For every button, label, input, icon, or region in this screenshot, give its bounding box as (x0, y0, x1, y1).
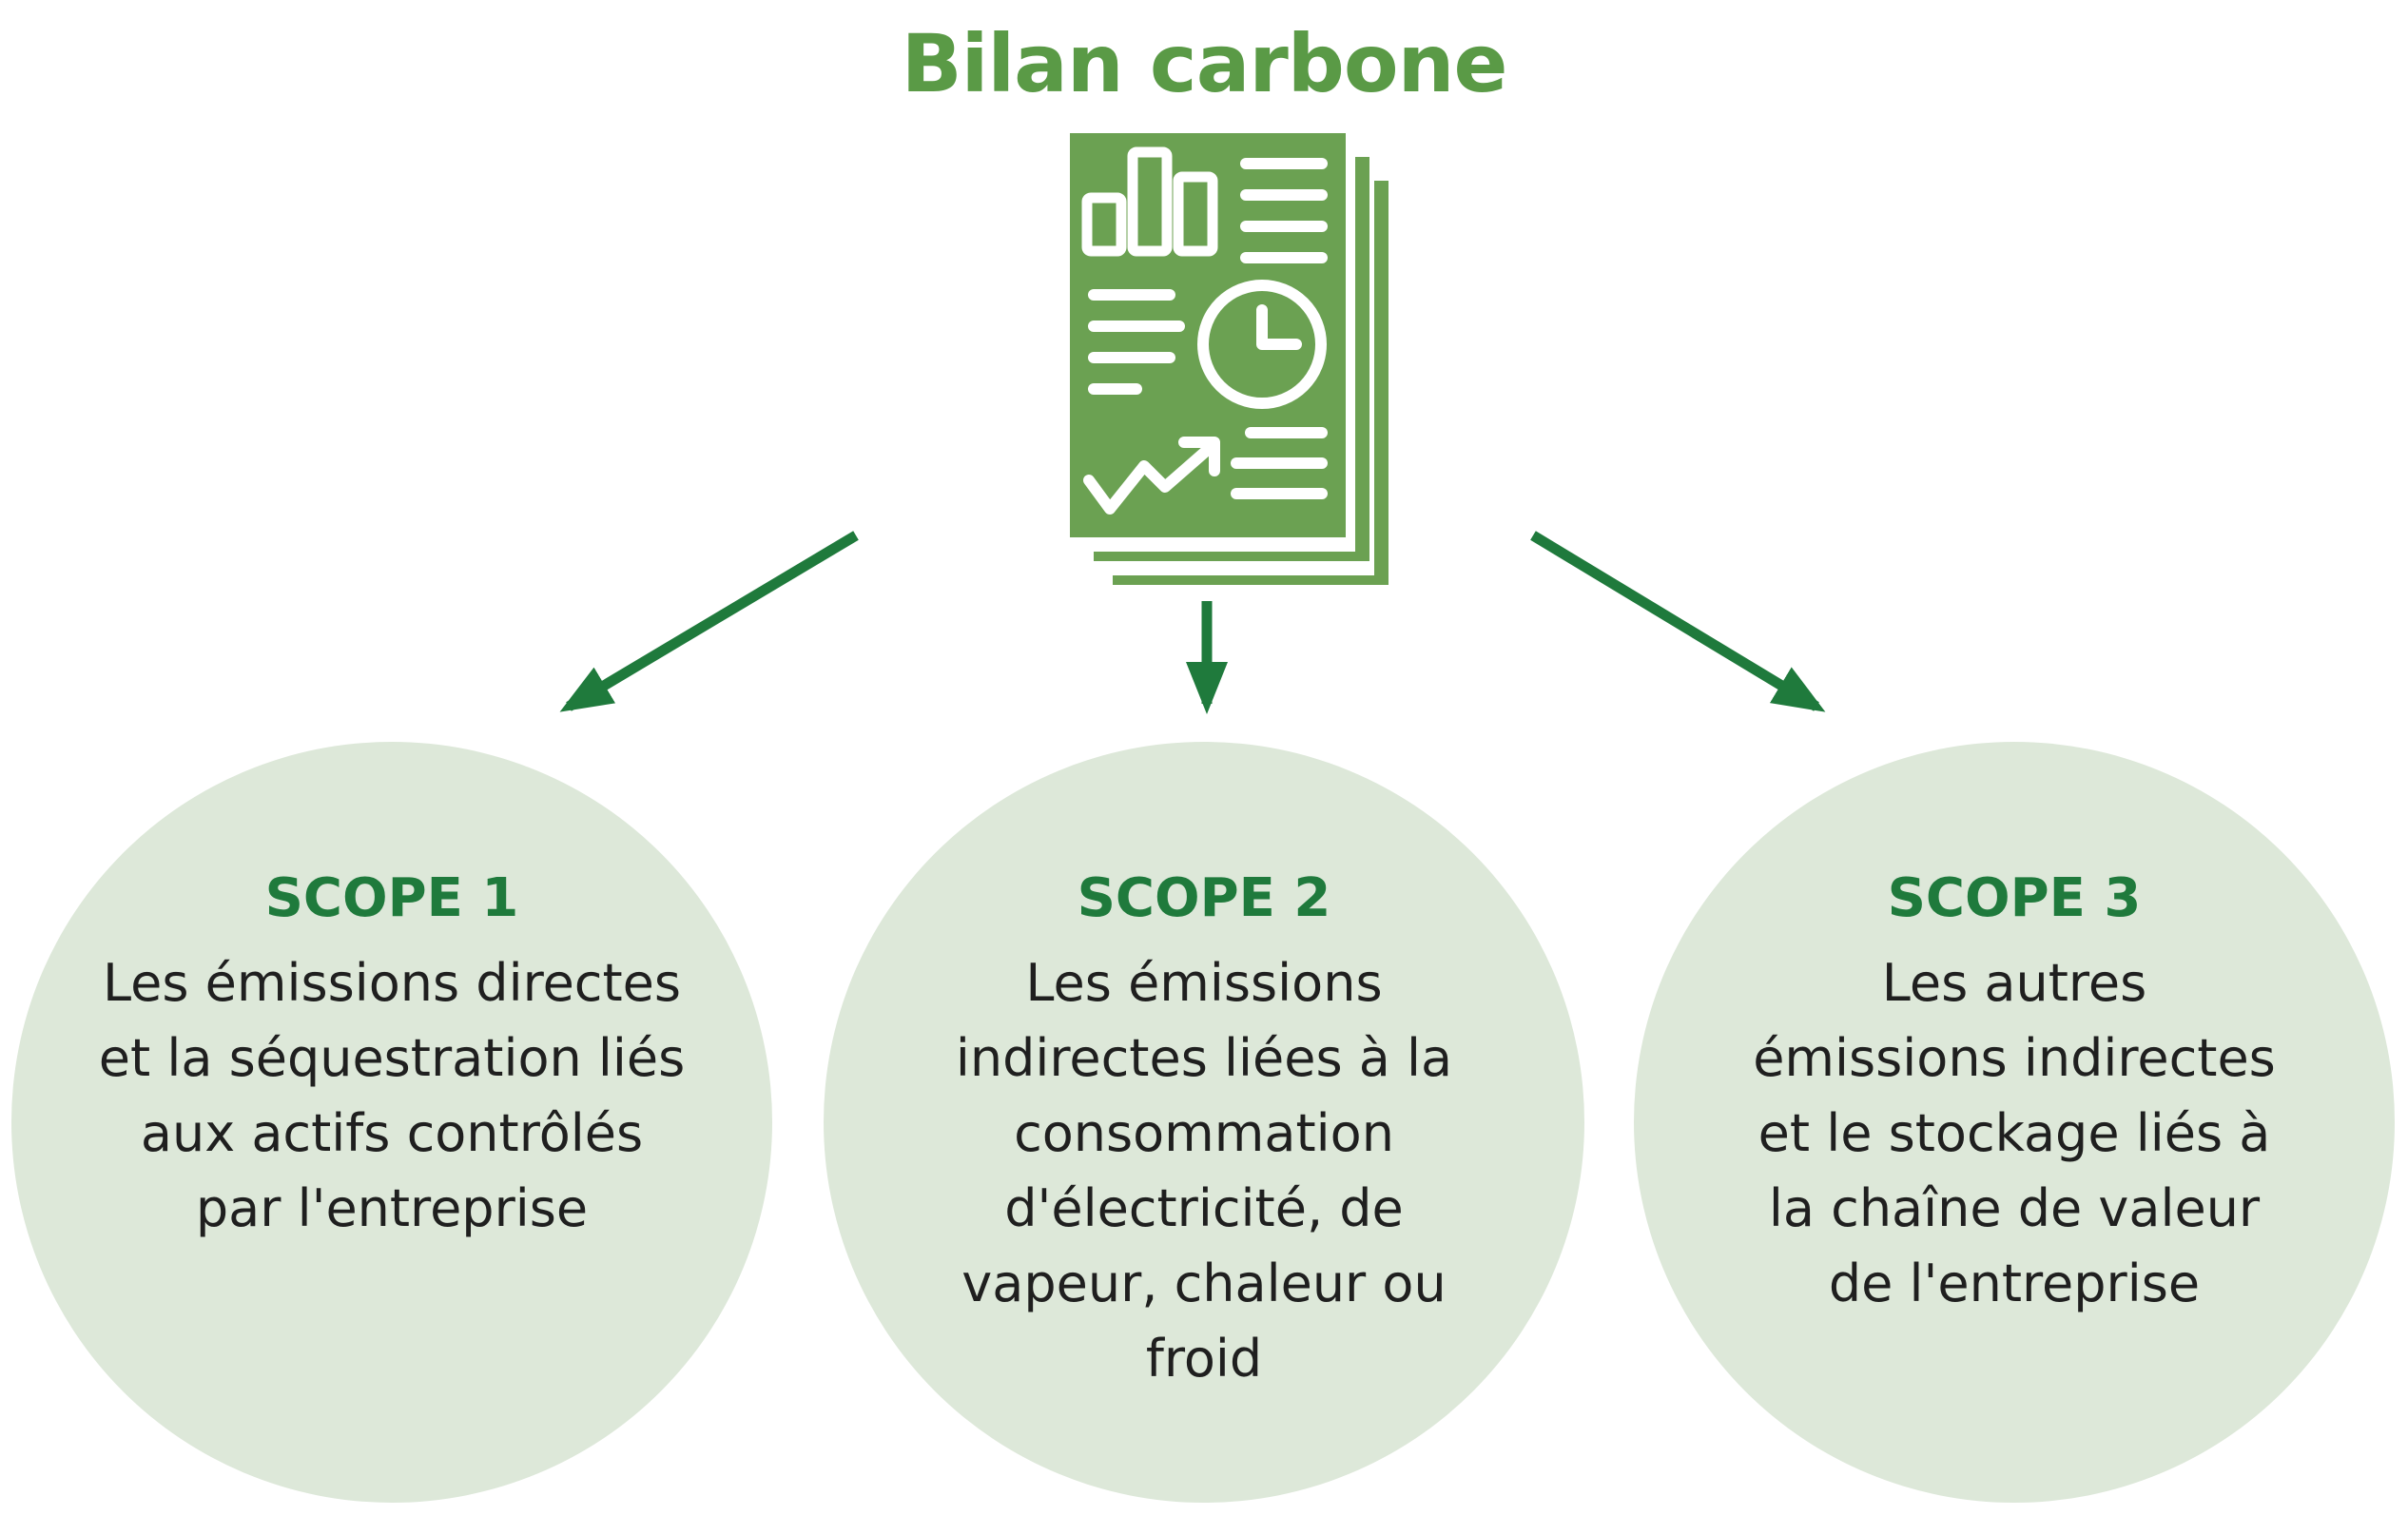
bar-chart-icon (1081, 146, 1218, 257)
scope-3-circle: SCOPE 3 Les autres émissions indirectes … (1634, 742, 2395, 1503)
scope-1-description: Les émissions directes et la séquestrati… (98, 953, 686, 1238)
report-document-icon (1070, 133, 1388, 585)
scope-3-description: Les autres émissions indirectes et le st… (1753, 953, 2276, 1313)
scope-2-description: Les émissions indirectes liées à la cons… (955, 953, 1453, 1389)
diagram-title: Bilan carbone (901, 17, 1508, 110)
arrow-to-scope-1 (559, 531, 859, 712)
scope-1-circle: SCOPE 1 Les émissions directes et la séq… (11, 742, 772, 1503)
trend-arrow-icon (1083, 437, 1220, 515)
text-lines-icon (1240, 158, 1328, 263)
scope-1-title: SCOPE 1 (264, 867, 519, 929)
arrow-to-scope-3 (1530, 531, 1826, 712)
scope-2-title: SCOPE 2 (1077, 867, 1331, 929)
pie-chart-icon (1197, 280, 1327, 409)
scope-3-title: SCOPE 3 (1887, 867, 2142, 929)
scope-2-circle: SCOPE 2 Les émissions indirectes liées à… (824, 742, 1584, 1503)
